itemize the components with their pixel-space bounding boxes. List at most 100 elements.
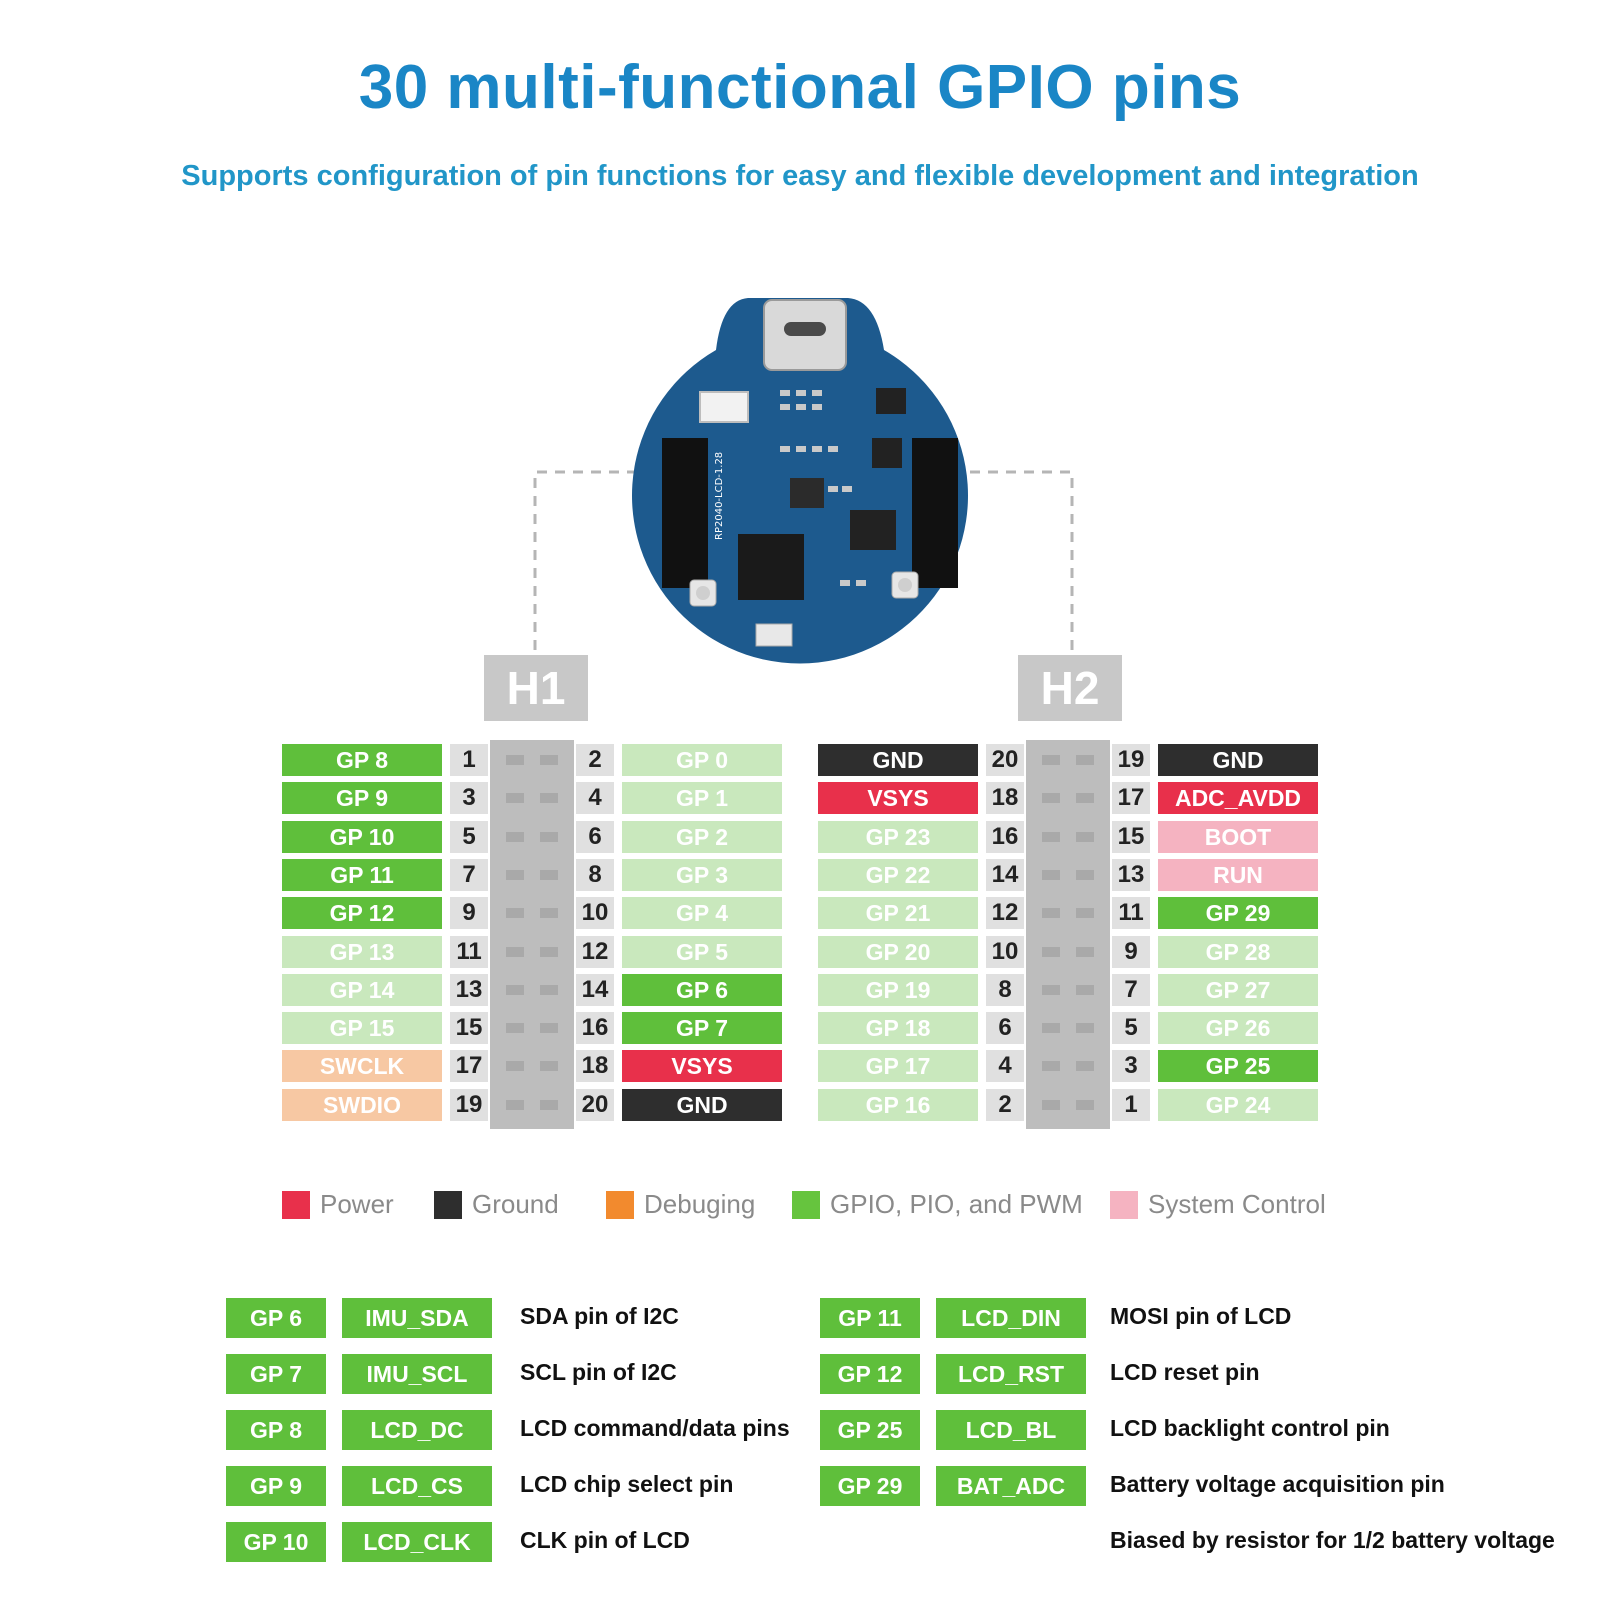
h2-pin-function: GP 20: [818, 936, 978, 968]
h1-pin-pad: [540, 908, 558, 918]
rp2040-chip: [738, 534, 804, 600]
h2-pin-pad: [1076, 1061, 1094, 1071]
h2-connector-strip: [1026, 740, 1110, 1129]
h2-pin-number: 14: [986, 859, 1024, 891]
h2-pin-number: 19: [1112, 744, 1150, 776]
function-gpio: GP 9: [226, 1466, 326, 1506]
h2-pin-function: GP 21: [818, 897, 978, 929]
h1-pin-number: 3: [450, 782, 488, 814]
h1-pin-pad: [540, 947, 558, 957]
h1-pin-number: 14: [576, 974, 614, 1006]
function-gpio: GP 25: [820, 1410, 920, 1450]
h2-pin-pad: [1076, 908, 1094, 918]
function-signal: IMU_SCL: [342, 1354, 492, 1394]
h2-pin-number: 8: [986, 974, 1024, 1006]
h2-pin-number: 12: [986, 897, 1024, 929]
legend-swatch: [282, 1191, 310, 1219]
function-description: SDA pin of I2C: [520, 1303, 679, 1329]
h2-pin-number: 9: [1112, 936, 1150, 968]
h2-connector-line: [960, 470, 1074, 650]
legend-swatch: [1110, 1191, 1138, 1219]
h1-pin-function: GP 14: [282, 974, 442, 1006]
h1-pin-number: 19: [450, 1089, 488, 1121]
function-signal: BAT_ADC: [936, 1466, 1086, 1506]
h2-pin-function: RUN: [1158, 859, 1318, 891]
legend-label: Debuging: [644, 1189, 756, 1219]
h1-pin-pad: [506, 793, 524, 803]
h1-pin-function: GP 4: [622, 897, 782, 929]
h1-connector-strip: [490, 740, 574, 1129]
function-gpio: GP 7: [226, 1354, 326, 1394]
h2-pin-function: GP 18: [818, 1012, 978, 1044]
h1-pin-number: 11: [450, 936, 488, 968]
h2-header-label: H2: [1018, 655, 1122, 721]
h2-pin-number: 20: [986, 744, 1024, 776]
h2-pin-function: VSYS: [818, 782, 978, 814]
h1-pin-function: SWCLK: [282, 1050, 442, 1082]
function-signal: LCD_DC: [342, 1410, 492, 1450]
h1-pin-pad: [540, 1023, 558, 1033]
h2-pin-function: GP 23: [818, 821, 978, 853]
h2-pin-number: 10: [986, 936, 1024, 968]
h1-pin-function: GP 5: [622, 936, 782, 968]
board-illustration: RP2040-LCD-1.28: [0, 0, 1600, 720]
h2-pin-pad: [1042, 793, 1060, 803]
h1-pin-pad: [506, 755, 524, 765]
h2-pin-number: 1: [1112, 1089, 1150, 1121]
h1-pin-number: 12: [576, 936, 614, 968]
h1-pin-function: GP 13: [282, 936, 442, 968]
h1-pin-function: GP 3: [622, 859, 782, 891]
h2-pin-number: 15: [1112, 821, 1150, 853]
h2-pin-pad: [1042, 1100, 1060, 1110]
h2-pin-number: 3: [1112, 1050, 1150, 1082]
h1-pin-number: 1: [450, 744, 488, 776]
h1-pin-function: GP 12: [282, 897, 442, 929]
h1-pin-number: 8: [576, 859, 614, 891]
h2-pin-pad: [1042, 1061, 1060, 1071]
h1-pin-pad: [506, 1023, 524, 1033]
h1-pin-number: 18: [576, 1050, 614, 1082]
legend-label: Power: [320, 1189, 394, 1219]
h2-pin-pad: [1076, 1023, 1094, 1033]
h2-pin-number: 6: [986, 1012, 1024, 1044]
h2-pin-function: GP 16: [818, 1089, 978, 1121]
h2-pin-number: 13: [1112, 859, 1150, 891]
board-svg: RP2040-LCD-1.28: [533, 298, 1074, 664]
h2-pin-pad: [1076, 832, 1094, 842]
h2-pin-function: GP 24: [1158, 1089, 1318, 1121]
h1-connector-line: [533, 470, 650, 650]
function-description: LCD command/data pins: [520, 1415, 790, 1441]
function-gpio: GP 6: [226, 1298, 326, 1338]
h1-pin-number: 9: [450, 897, 488, 929]
flash-chip: [850, 510, 896, 550]
h2-pin-pad: [1042, 908, 1060, 918]
h1-pin-number: 2: [576, 744, 614, 776]
page-title: 30 multi-functional GPIO pins: [358, 53, 1242, 122]
h1-pin-function: GP 9: [282, 782, 442, 814]
h2-pin-function: GP 17: [818, 1050, 978, 1082]
function-description: LCD reset pin: [1110, 1359, 1260, 1385]
h1-pin-function: VSYS: [622, 1050, 782, 1082]
h1-pin-pad: [506, 870, 524, 880]
h1-pin-number: 4: [576, 782, 614, 814]
h2-pin-function: ADC_AVDD: [1158, 782, 1318, 814]
function-gpio: GP 29: [820, 1466, 920, 1506]
h1-pin-pad: [506, 832, 524, 842]
h2-pin-number: 2: [986, 1089, 1024, 1121]
h1-pin-number: 7: [450, 859, 488, 891]
